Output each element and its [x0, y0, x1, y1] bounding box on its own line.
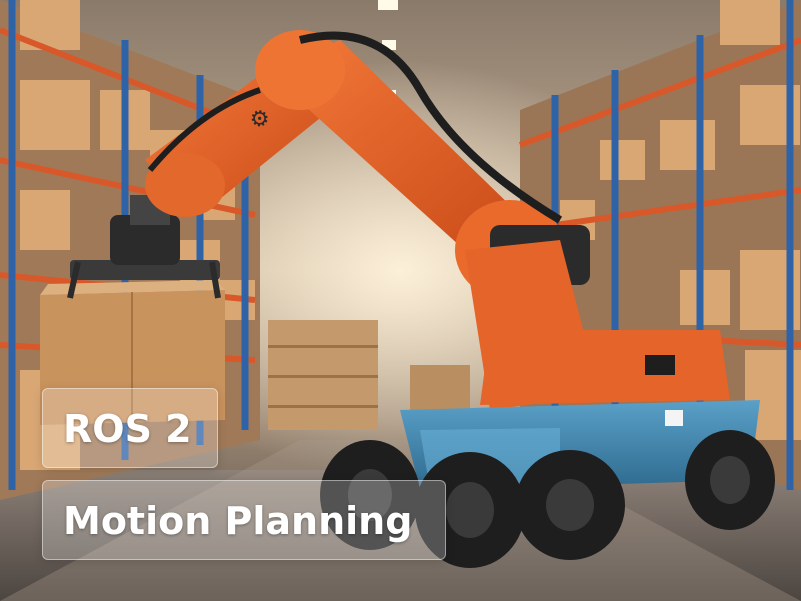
- mobile-robot-base: [320, 330, 775, 568]
- title-line-2: Motion Planning: [63, 499, 413, 543]
- wheel: [320, 440, 420, 550]
- title-tag-motion-planning: Motion Planning: [42, 480, 446, 560]
- wheel: [685, 430, 775, 530]
- title-tag-ros2: ROS 2: [42, 388, 218, 468]
- cardboard-box: [40, 280, 225, 425]
- wheel: [515, 450, 625, 560]
- title-line-1: ROS 2: [63, 407, 192, 451]
